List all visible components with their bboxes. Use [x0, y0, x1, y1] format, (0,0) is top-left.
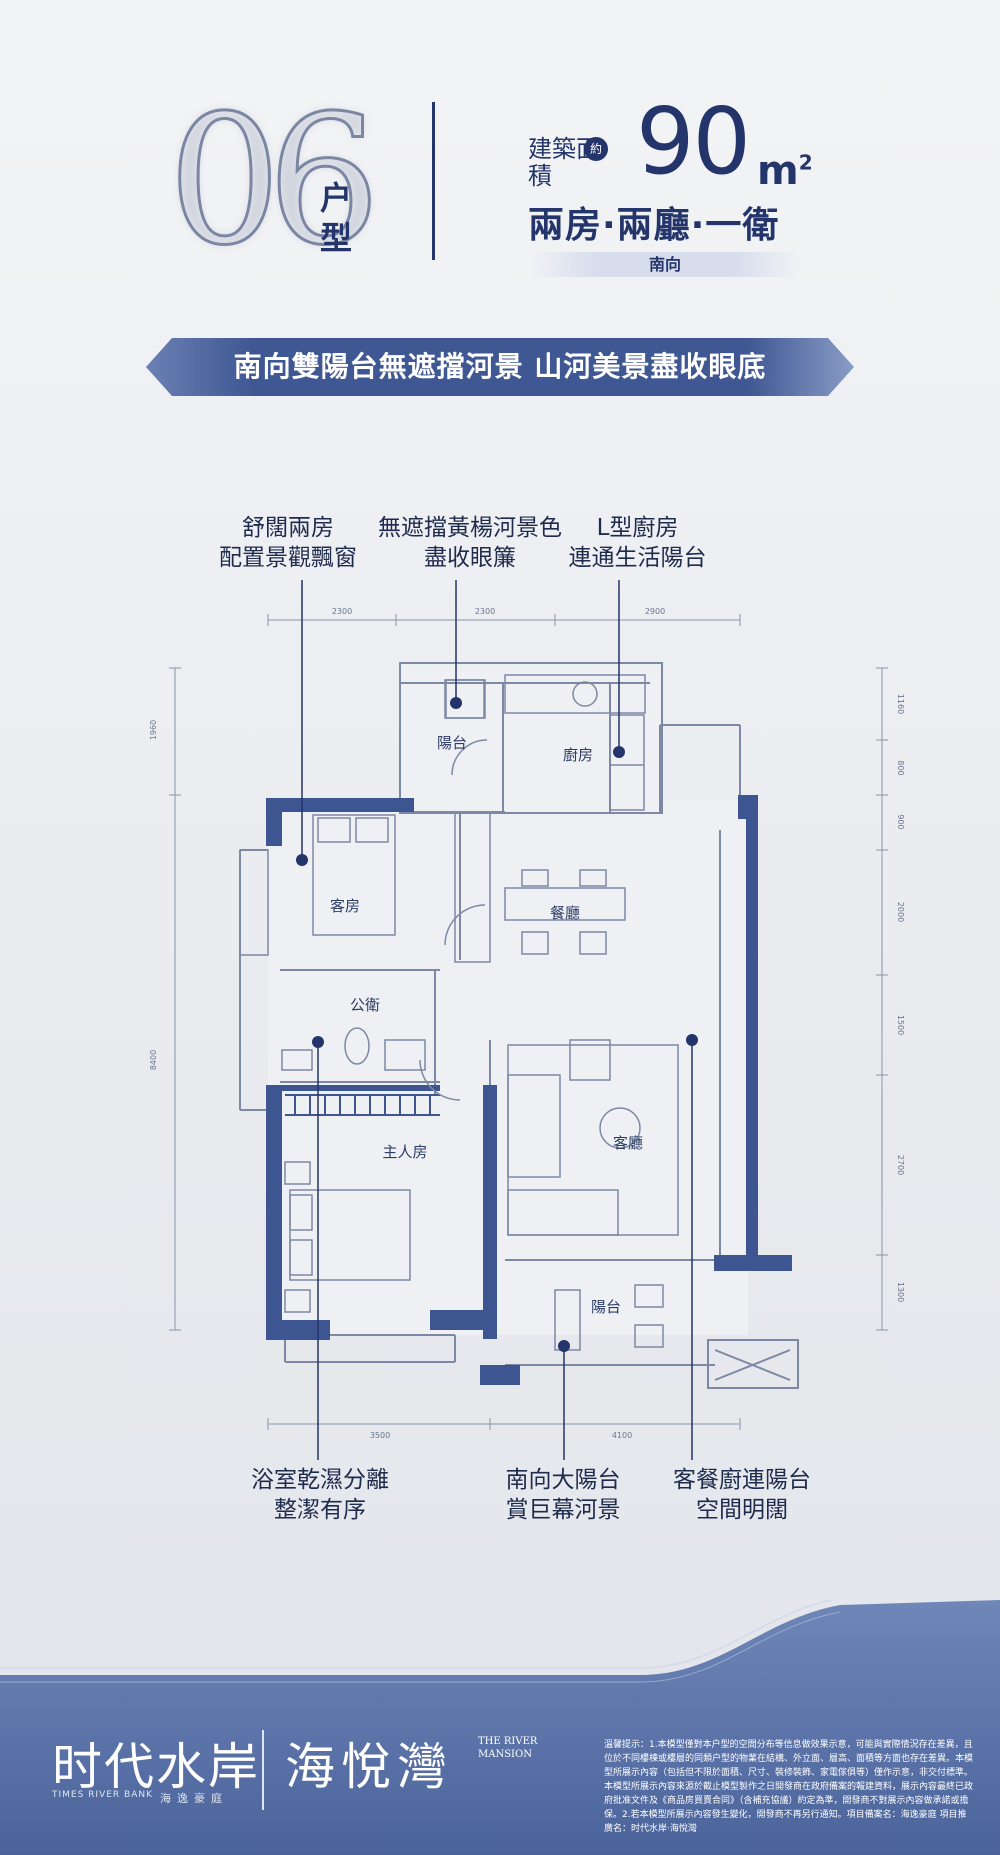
dim-right-3: 900: [896, 814, 905, 829]
callout-open-space: 客餐廚連陽台 空間明闊: [652, 1465, 832, 1525]
label-kitchen: 廚房: [563, 746, 593, 764]
guest-bed: [239, 811, 491, 963]
project-en-line2: MANSION: [478, 1749, 532, 1760]
dimension-labels: 2300 2300 2900 3500 4100 1960 8400 1160 …: [149, 607, 905, 1440]
callout-two-bedrooms: 舒闊兩房 配置景觀飄窗: [218, 513, 358, 573]
callout-line1: 客餐廚連陽台: [673, 1467, 811, 1493]
dim-top-1: 2300: [332, 607, 352, 616]
callout-bathroom: 浴室乾濕分離 整潔有序: [225, 1465, 415, 1525]
footer-band: [0, 1600, 1000, 1855]
label-balcony-north: 陽台: [437, 734, 467, 752]
label-master: 主人房: [382, 1143, 427, 1161]
area-unit: m2: [757, 148, 813, 194]
unit-label: 户型: [319, 179, 352, 257]
label-living: 客廳: [613, 1134, 643, 1152]
banner-text: 南向雙陽台無遮擋河景 山河美景盡收眼底: [233, 350, 767, 383]
banner-shape: [146, 338, 854, 396]
area-unit-sup: 2: [798, 150, 813, 175]
dimension-lines: [169, 614, 888, 1430]
brand-sub-en: TIMES RIVER BANK: [52, 1790, 154, 1800]
dim-right-7: 1300: [896, 1282, 905, 1302]
dim-top-2: 2300: [475, 607, 495, 616]
dim-right-5: 1500: [896, 1015, 905, 1035]
logo-divider: [262, 1730, 264, 1810]
callout-line1: 舒闊兩房: [242, 515, 334, 541]
dim-left-1: 1960: [149, 720, 158, 740]
area-unit-base: m: [757, 148, 799, 194]
label-guest-room: 客房: [330, 897, 360, 915]
label-bathroom: 公衛: [350, 996, 380, 1014]
callout-line2: 整潔有序: [274, 1497, 366, 1523]
callout-l-kitchen: L型廚房 連通生活陽台: [560, 513, 715, 573]
project-logo-en: THE RIVER MANSION: [478, 1735, 538, 1761]
dim-left-2: 8400: [149, 1050, 158, 1070]
exterior-walls: [266, 795, 792, 1385]
north-balcony-fixtures: [419, 679, 488, 1101]
callout-line1: L型廚房: [596, 515, 679, 541]
callout-dots: [296, 697, 698, 1352]
orientation-badge: 南向: [530, 252, 800, 277]
callout-south-balcony: 南向大陽台 賞巨幕河景: [478, 1465, 648, 1525]
floor-plan: 2300 2300 2900 3500 4100 1960 8400 1160 …: [149, 580, 905, 1460]
callout-line2: 配置景觀飄窗: [219, 545, 357, 571]
layout-text: 兩房·兩廳·一衛: [528, 205, 780, 246]
dim-bottom-1: 3500: [370, 1431, 390, 1440]
callout-line2: 賞巨幕河景: [505, 1497, 621, 1523]
dim-right-1: 1160: [896, 694, 905, 714]
dim-bottom-2: 4100: [612, 1431, 632, 1440]
living-furniture: [507, 1039, 679, 1236]
dim-right-4: 2000: [896, 902, 905, 922]
dim-right-6: 2700: [896, 1155, 905, 1175]
brand-sub-cn: 海逸豪庭: [160, 1792, 228, 1805]
disclaimer-text: 溫馨提示：1.本模型僅對本户型的空間分布等信息做效果示意，可能與實際情況存在差異…: [604, 1740, 974, 1834]
callout-leaders: [301, 580, 693, 1460]
callout-river-view: 無遮擋黃楊河景色 盡收眼簾: [370, 513, 570, 573]
room-labels: 陽台 廚房 客房 餐廳 公衛 主人房 客廳 陽台: [330, 734, 643, 1316]
label-balcony-south: 陽台: [591, 1298, 621, 1316]
label-dining: 餐廳: [550, 904, 580, 922]
wardrobe: [285, 1094, 440, 1116]
callout-line2: 盡收眼簾: [424, 545, 516, 571]
dining-furniture: [504, 869, 626, 955]
bathroom-fixtures: [281, 1027, 426, 1071]
master-bed: [284, 1161, 411, 1313]
callout-line1: 浴室乾濕分離: [251, 1467, 389, 1493]
area-value: 90: [636, 88, 751, 195]
callout-line1: 無遮擋黃楊河景色: [378, 515, 562, 541]
project-en-line1: THE RIVER: [478, 1736, 538, 1747]
dim-top-3: 2900: [645, 607, 665, 616]
dim-right-2: 800: [896, 760, 905, 775]
project-logo: 海悅灣: [285, 1738, 453, 1796]
unit-number: 06: [167, 77, 382, 284]
callout-line2: 連通生活陽台: [568, 545, 707, 571]
callout-line1: 南向大陽台: [505, 1467, 621, 1493]
feature-banner: 南向雙陽台無遮擋河景 山河美景盡收眼底: [146, 338, 854, 396]
brand-logo: 时代水岸: [52, 1738, 260, 1796]
callout-line2: 空間明闊: [696, 1497, 788, 1523]
header-divider: [432, 102, 435, 260]
approx-badge: 約: [584, 137, 608, 161]
